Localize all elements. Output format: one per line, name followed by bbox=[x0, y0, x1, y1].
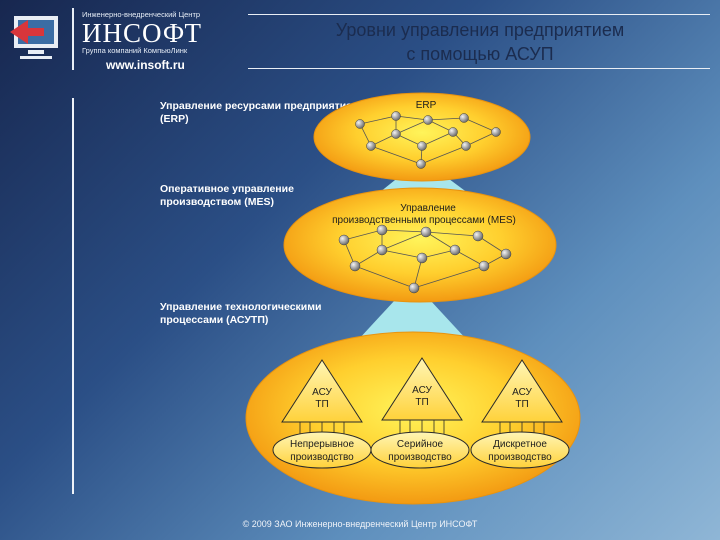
asutp-tri3-line2: ТП bbox=[515, 399, 528, 410]
production-discrete-line1: Дискретное bbox=[493, 439, 547, 450]
level-label-mes: Оперативное управление производством (ME… bbox=[160, 183, 294, 208]
mes-network bbox=[343, 229, 507, 289]
production-serial-line2: производство bbox=[388, 452, 452, 463]
title-top-rule bbox=[248, 14, 710, 15]
mes-ellipse bbox=[283, 187, 557, 303]
title-bottom-rule bbox=[248, 68, 710, 69]
erp-ellipse bbox=[313, 92, 531, 182]
production-serial-line1: Серийное bbox=[397, 439, 444, 450]
erp-node bbox=[448, 127, 458, 137]
mes-tag-line1: Управление bbox=[400, 203, 456, 214]
logo-url: www.insoft.ru bbox=[106, 58, 185, 72]
footer-copyright: © 2009 ЗАО Инженерно-внедренческий Центр… bbox=[242, 519, 478, 529]
mes-nodes bbox=[338, 224, 512, 294]
production-continuous-line2: производство bbox=[290, 452, 354, 463]
slide-title: Уровни управления предприятием с помощью… bbox=[250, 18, 710, 66]
asutp-tri1-line1: АСУ bbox=[312, 387, 332, 398]
mes-node bbox=[478, 260, 490, 272]
mes-node bbox=[472, 230, 484, 242]
logo-divider bbox=[72, 8, 74, 70]
mes-node bbox=[408, 282, 420, 294]
erp-node bbox=[423, 115, 433, 125]
asutp-tri3-line1: АСУ bbox=[512, 387, 532, 398]
production-ellipse-serial bbox=[370, 431, 470, 469]
erp-node bbox=[391, 129, 401, 139]
mes-node bbox=[420, 226, 432, 238]
mes-node bbox=[500, 248, 512, 260]
asutp-tri2-line2: ТП bbox=[415, 397, 428, 408]
mes-node bbox=[349, 260, 361, 272]
mes-node bbox=[449, 244, 461, 256]
left-vertical-line bbox=[72, 98, 74, 494]
mes-node bbox=[338, 234, 350, 246]
erp-node bbox=[355, 119, 365, 129]
production-continuous-line1: Непрерывное bbox=[290, 439, 354, 450]
erp-tag: ERP bbox=[416, 100, 437, 111]
asutp-tri2-line1: АСУ bbox=[412, 385, 432, 396]
insoft-logo-icon bbox=[10, 16, 58, 59]
production-ellipse-discrete bbox=[470, 431, 570, 469]
mes-node bbox=[376, 224, 388, 236]
logo-name: ИНСОФТ bbox=[82, 18, 202, 48]
erp-node bbox=[416, 159, 426, 169]
erp-node bbox=[491, 127, 501, 137]
asutp-tri1-line2: ТП bbox=[315, 399, 328, 410]
slide-title-line1: Уровни управления предприятием bbox=[335, 20, 625, 40]
erp-node bbox=[459, 113, 469, 123]
mes-node bbox=[376, 244, 388, 256]
level-label-erp: Управление ресурсами предприятия (ERP) bbox=[160, 100, 353, 125]
mes-asutp-connector bbox=[358, 300, 467, 340]
erp-node bbox=[391, 111, 401, 121]
erp-node bbox=[461, 141, 471, 151]
erp-node bbox=[417, 141, 427, 151]
mes-tag-line2: производственными процессами (MES) bbox=[332, 215, 516, 226]
erp-node bbox=[366, 141, 376, 151]
logo-group: Группа компаний КомпьюЛинк bbox=[82, 46, 188, 55]
production-discrete-line2: производство bbox=[488, 452, 552, 463]
slide-title-line2: с помощью АСУП bbox=[406, 44, 554, 64]
erp-nodes bbox=[355, 111, 501, 169]
logo-tagline: Инженерно-внедренческий Центр bbox=[82, 10, 201, 19]
level-label-asutp: Управление технологическими процессами (… bbox=[160, 301, 322, 326]
mes-node bbox=[416, 252, 428, 264]
company-logo: Инженерно-внедренческий Центр ИНСОФТ Гру… bbox=[0, 0, 240, 78]
